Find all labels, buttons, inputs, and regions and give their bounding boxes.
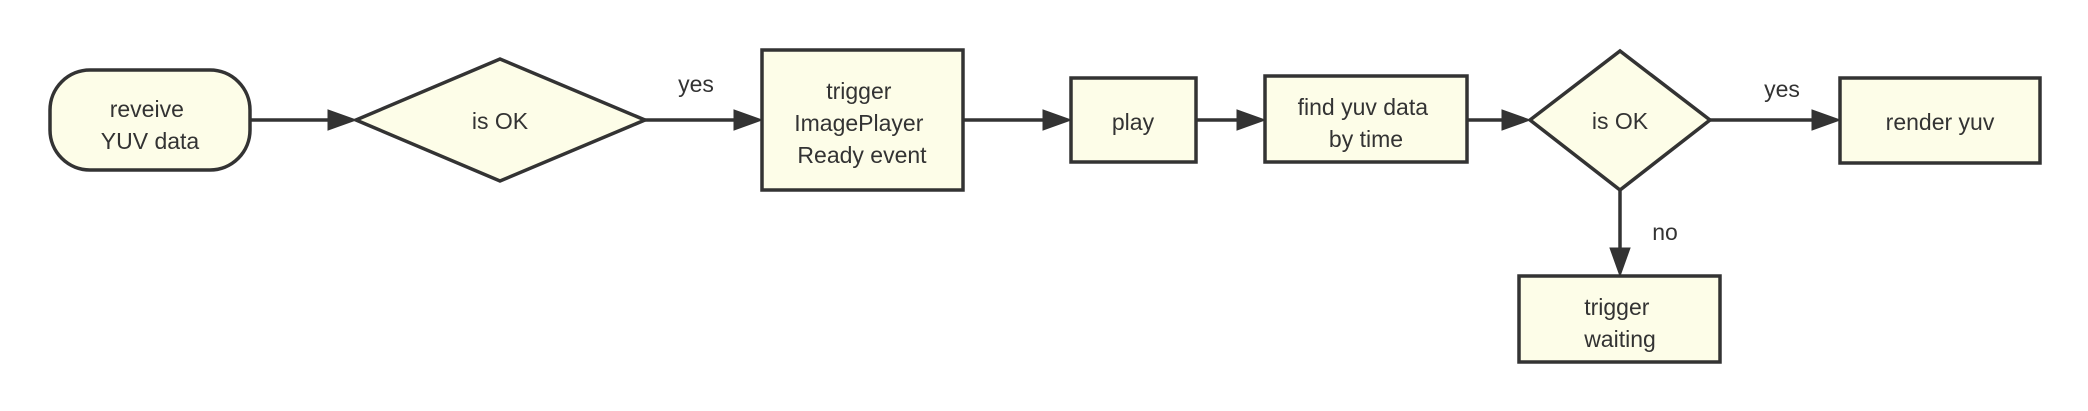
svg-text:find yuv data by time: find yuv data by time [1298, 94, 1435, 152]
node-label: is OK [472, 108, 529, 134]
node-receive-yuv-data: reveive YUV data [48, 68, 252, 172]
arrowhead [327, 109, 358, 131]
node-decision-is-ok-1: is OK [351, 57, 650, 183]
edge-receive-to-check1 [250, 109, 358, 131]
edge-label-yes: yes [1764, 76, 1800, 102]
svg-text:trigger ImagePlayer: trigger ImagePlayer Ready event [794, 78, 930, 168]
arrowhead [733, 109, 764, 131]
arrowhead [1609, 247, 1631, 278]
node-label-line: ImagePlayer [794, 110, 923, 136]
edge-find-yuv-to-check2 [1467, 109, 1532, 131]
node-label-line: reveive [110, 96, 184, 122]
edge-trigger-ready-to-play [963, 109, 1073, 131]
node-trigger-waiting: trigger waiting [1517, 274, 1722, 364]
node-label: is OK [1592, 108, 1649, 134]
node-trigger-ready-event: trigger ImagePlayer Ready event [760, 48, 965, 192]
node-label-line: waiting [1583, 326, 1656, 352]
svg-text:trigger waiting: trigger waiting [1583, 294, 1656, 352]
node-decision-is-ok-2: is OK [1527, 48, 1713, 193]
node-render-yuv: render yuv [1838, 76, 2042, 165]
edge-play-to-find-yuv [1196, 109, 1267, 131]
node-label-line: find yuv data [1298, 94, 1429, 120]
node-label: render yuv [1886, 109, 1995, 135]
node-label-line: trigger [1584, 294, 1650, 320]
arrowhead [1236, 109, 1267, 131]
edge-label-yes: yes [678, 71, 714, 97]
node-label-line: Ready event [797, 142, 927, 168]
arrowhead [1811, 109, 1842, 131]
node-find-yuv-data-by-time: find yuv data by time [1263, 74, 1469, 164]
edge-label-no: no [1652, 219, 1678, 245]
node-label-line: YUV data [101, 128, 200, 154]
svg-text:reveive YUV data: reveive YUV data [101, 96, 200, 154]
arrowhead [1501, 109, 1532, 131]
node-label-line: by time [1329, 126, 1403, 152]
node-label: play [1112, 109, 1155, 135]
edge-check2-no-to-waiting: no [1609, 190, 1678, 278]
edge-check2-yes-to-render: yes [1710, 76, 1842, 131]
edge-check1-yes-to-trigger-ready: yes [645, 71, 764, 131]
node-play: play [1069, 76, 1198, 164]
arrowhead [1042, 109, 1073, 131]
node-label-line: trigger [826, 78, 892, 104]
